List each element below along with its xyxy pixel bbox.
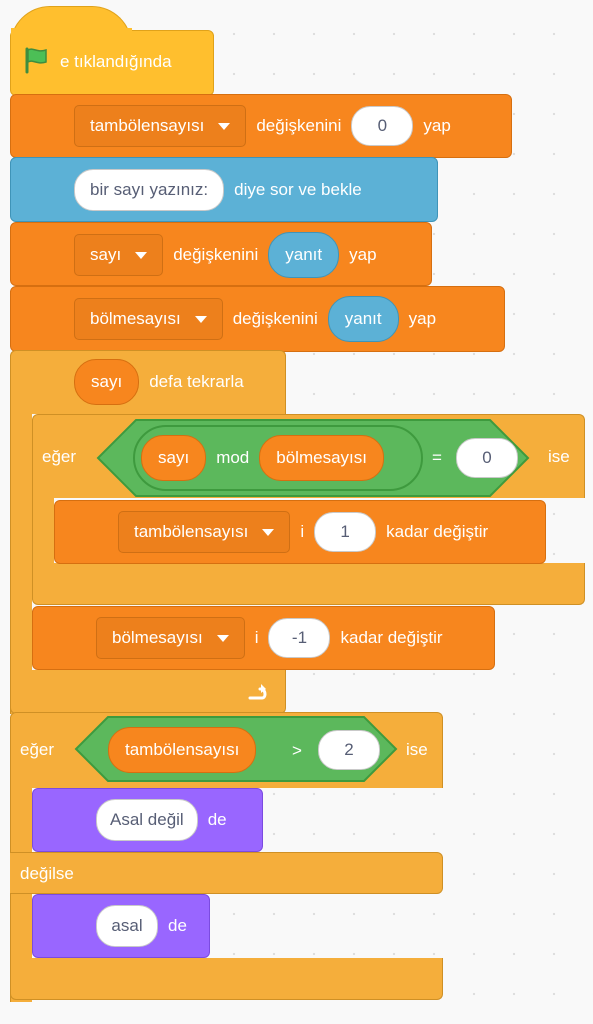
change-label: kadar değiştir: [340, 628, 443, 647]
variable-name: bölmesayısı: [90, 309, 181, 328]
compare-value-input[interactable]: 2: [318, 730, 380, 770]
question-input[interactable]: bir sayı yazınız:: [74, 169, 225, 211]
hat-cap-cover: [11, 28, 132, 48]
repeat-block[interactable]: [10, 350, 286, 414]
compare-value-input[interactable]: 0: [456, 438, 518, 478]
i-label: i: [300, 522, 305, 541]
if-else-footer: [10, 958, 443, 1000]
i-label: i: [254, 628, 259, 647]
dropdown-arrow-icon: [216, 634, 229, 642]
value-input[interactable]: 0: [351, 106, 414, 146]
if-left-arm: [32, 496, 54, 578]
if-label: eğer: [20, 740, 55, 759]
yap-label: yap: [423, 116, 451, 135]
if-footer: [32, 563, 585, 605]
green-flag-icon: [22, 46, 50, 79]
change-variable-block[interactable]: [32, 606, 495, 670]
ask-label: diye sor ve bekle: [234, 180, 362, 199]
variable-dropdown[interactable]: tambölensayısı: [74, 105, 247, 147]
set-label: değişkenini: [232, 309, 318, 328]
variable-name: bölmesayısı: [112, 628, 203, 647]
set-label: değişkenini: [256, 116, 342, 135]
say-text-input[interactable]: Asal değil: [96, 799, 198, 841]
repeat-footer: [10, 670, 286, 714]
change-variable-block[interactable]: [54, 500, 546, 564]
variable-name: sayı: [90, 245, 122, 264]
answer-reporter[interactable]: yanıt: [327, 296, 399, 342]
dropdown-arrow-icon: [262, 528, 275, 536]
say-label: de: [168, 916, 187, 935]
if-label: eğer: [42, 447, 77, 466]
variable-reporter[interactable]: tambölensayısı: [108, 727, 257, 773]
yap-label: yap: [349, 245, 377, 264]
equals-label: =: [432, 448, 442, 467]
variable-dropdown[interactable]: bölmesayısı: [74, 298, 223, 340]
if-else-left-arm: [10, 786, 32, 1002]
count-reporter[interactable]: sayı: [74, 359, 140, 405]
else-label: değilse: [20, 864, 74, 883]
answer-reporter[interactable]: yanıt: [268, 232, 340, 278]
value-input[interactable]: 1: [314, 512, 377, 552]
say-label: de: [207, 810, 227, 829]
set-variable-block[interactable]: [10, 94, 512, 158]
greater-than-label: >: [292, 741, 302, 760]
variable-reporter[interactable]: bölmesayısı: [259, 435, 384, 481]
dropdown-arrow-icon: [194, 315, 207, 323]
ise-label: ise: [406, 740, 428, 759]
change-label: kadar değiştir: [386, 522, 489, 541]
else-section: [10, 852, 443, 894]
loop-arrow-icon: [246, 678, 272, 709]
say-text-input[interactable]: asal: [96, 905, 158, 947]
dropdown-arrow-icon: [218, 122, 231, 130]
repeat-left-arm: [10, 412, 32, 714]
variable-reporter[interactable]: sayı: [141, 435, 207, 481]
variable-dropdown[interactable]: sayı: [74, 234, 164, 276]
ise-label: ise: [548, 447, 570, 466]
hat-label: e tıklandığında: [60, 52, 172, 71]
variable-name: tambölensayısı: [134, 522, 249, 541]
variable-dropdown[interactable]: tambölensayısı: [118, 511, 291, 553]
mod-label: mod: [216, 448, 250, 467]
value-input[interactable]: -1: [268, 618, 331, 658]
variable-dropdown[interactable]: bölmesayısı: [96, 617, 245, 659]
variable-name: tambölensayısı: [90, 116, 205, 135]
set-variable-block[interactable]: [10, 286, 505, 352]
repeat-label: defa tekrarla: [149, 372, 244, 391]
yap-label: yap: [408, 309, 437, 328]
set-label: değişkenini: [173, 245, 259, 264]
dropdown-arrow-icon: [135, 251, 148, 259]
